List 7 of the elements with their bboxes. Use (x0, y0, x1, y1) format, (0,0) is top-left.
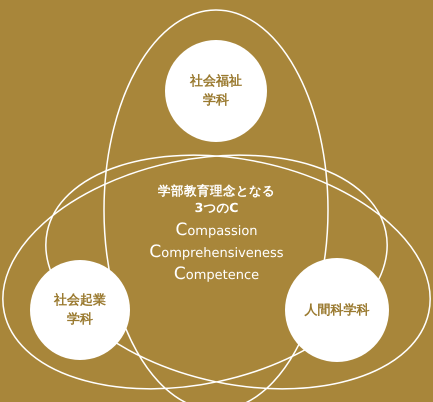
heading-text: 学部教育理念となる 3つのC (157, 182, 276, 216)
department-name: 人間科学科 (303, 302, 370, 320)
principle-text: Competence (172, 264, 260, 284)
principle-text: Comprehensiveness (148, 242, 285, 262)
department-name: 社会福祉学科 (188, 73, 243, 110)
department-name: 社会起業学科 (52, 292, 107, 329)
principle-text: Compassion (174, 220, 259, 240)
